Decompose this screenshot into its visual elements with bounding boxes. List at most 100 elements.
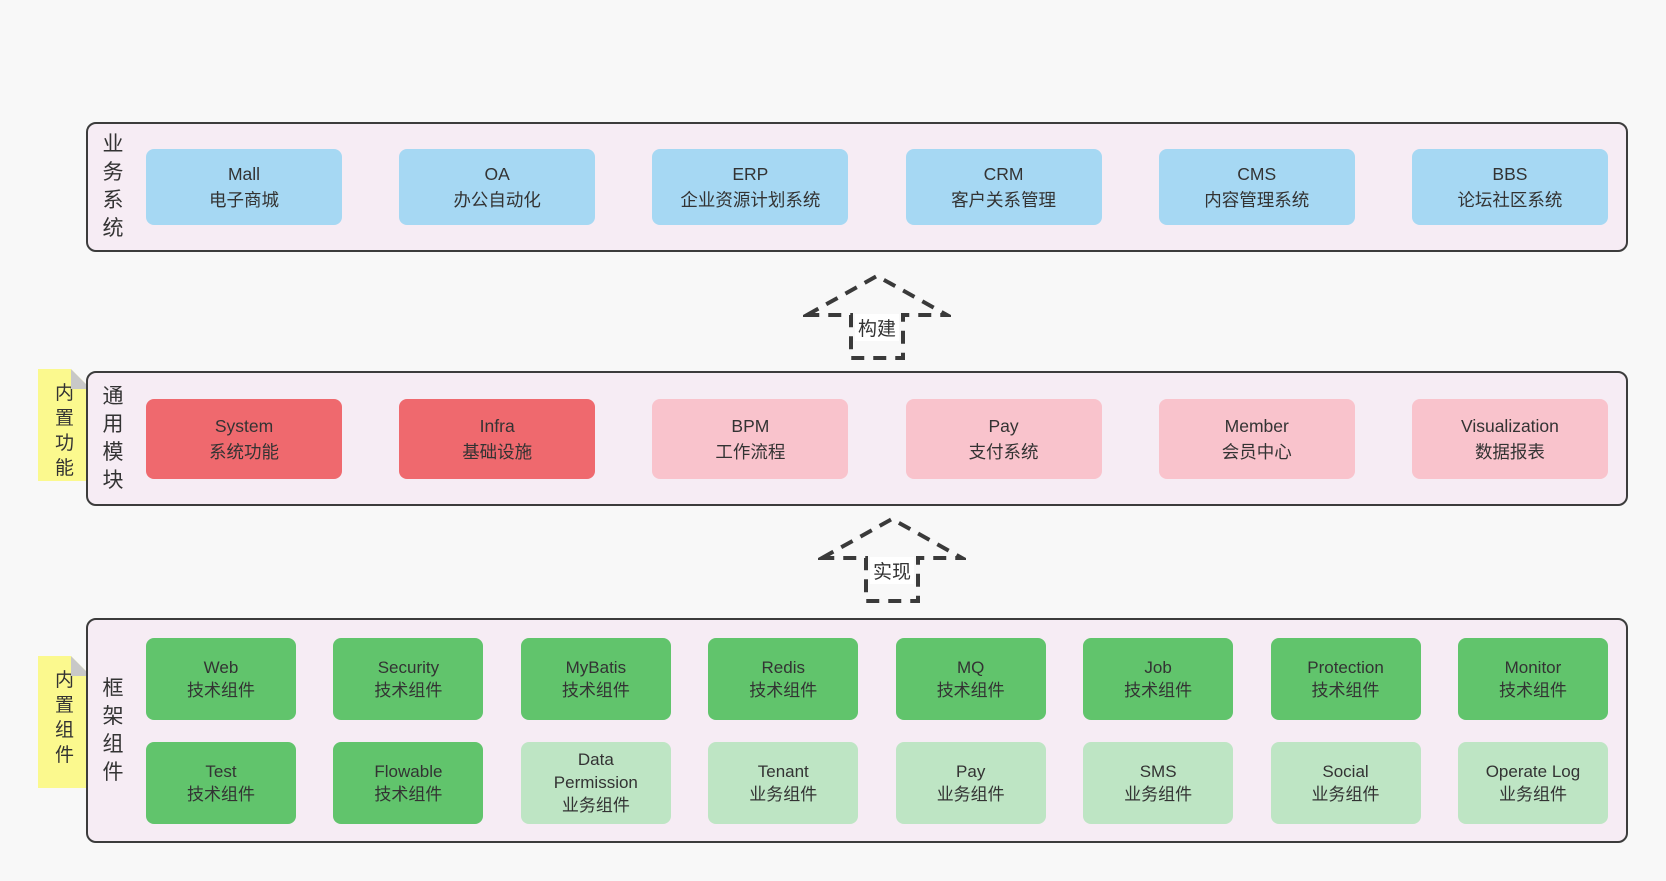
box-visualization: Visualization 数据报表 [1411,398,1608,479]
box-flowable: Flowable 技术组件 [333,741,484,824]
box-title: Job [1144,657,1172,677]
box-member: Member 会员中心 [1158,398,1355,479]
box-subtitle: 技术组件 [1124,680,1193,700]
box-subtitle: 技术组件 [374,680,443,700]
box-social: Social 业务组件 [1270,741,1421,824]
box-title: MyBatis [565,657,627,677]
box-subtitle: 技术组件 [749,680,818,700]
box-title: Redis [761,657,805,677]
box-subtitle: 会员中心 [1221,441,1292,462]
box-sms: SMS 业务组件 [1083,741,1234,824]
box-title: Protection [1307,657,1384,677]
box-subtitle: 内容管理系统 [1204,190,1310,210]
band-label: 业务系统 [102,133,124,240]
box-subtitle: 电子商城 [209,190,279,210]
box-subtitle: 技术组件 [374,784,443,804]
box-subtitle: 技术组件 [187,680,255,700]
box-title: Visualization [1460,415,1559,436]
arrow-implement: 实现 [818,513,966,605]
arrow-label: 构建 [854,314,900,341]
box-title: ERP [732,164,769,184]
box-subtitle: 支付系统 [968,441,1039,462]
box-job: Job 技术组件 [1083,637,1234,720]
note-text: 内置组件 [54,670,74,766]
box-redis: Redis 技术组件 [708,637,859,720]
box-pay: Pay 支付系统 [905,398,1102,479]
box-subtitle: 业务组件 [1124,784,1193,804]
band-label: 框架组件 [102,676,124,784]
block-arrow-up-icon [803,273,951,360]
arrow-build: 构建 [803,270,951,362]
box-subtitle: 数据报表 [1474,441,1545,462]
band-box-row: System 系统功能 Infra 基础设施 BPM 工作流程 Pay 支付系统… [146,398,1608,479]
box-title: System [214,415,274,436]
box-tenant: Tenant 业务组件 [708,741,859,824]
block-arrow-up-icon [818,516,966,603]
box-mall: Mall 电子商城 [146,149,342,225]
box-title: OA [484,164,510,184]
box-title: Flowable [374,761,443,781]
box-title: Monitor [1504,657,1562,677]
box-title: CMS [1237,164,1277,184]
band-box-rows: Web 技术组件 Security 技术组件 MyBatis 技术组件 Redi… [146,637,1608,824]
box-monitor: Monitor 技术组件 [1457,637,1608,720]
box-test: Test 技术组件 [146,741,296,824]
box-protection: Protection 技术组件 [1270,637,1421,720]
box-title: Pay [988,415,1019,436]
box-subtitle: 技术组件 [936,680,1005,700]
box-title: SMS [1139,761,1177,781]
note-text: 内置功能 [54,383,74,479]
box-title: BBS [1492,164,1528,184]
box-subtitle: 办公自动化 [453,190,541,210]
box-title: Member [1224,415,1289,436]
box-mq: MQ 技术组件 [895,637,1046,720]
band-box-row: Mall 电子商城 OA 办公自动化 ERP 企业资源计划系统 CRM 客户关系… [146,149,1608,225]
box-title: Data Permission [553,750,638,792]
band-box-row: Test 技术组件 Flowable 技术组件 Data Permission … [146,741,1608,824]
box-infra: Infra 基础设施 [399,398,596,479]
box-subtitle: 技术组件 [1498,680,1567,700]
box-operate-log: Operate Log 业务组件 [1457,741,1608,824]
box-bpm: BPM 工作流程 [652,398,849,479]
box-web: Web 技术组件 [146,637,296,720]
box-subtitle: 基础设施 [462,441,533,462]
box-subtitle: 技术组件 [1311,680,1380,700]
box-security: Security 技术组件 [333,637,484,720]
box-subtitle: 业务组件 [936,784,1005,804]
box-subtitle: 业务组件 [1498,784,1567,804]
box-title: Social [1322,761,1369,781]
box-title: BPM [731,415,770,436]
box-title: Security [377,657,440,677]
box-erp: ERP 企业资源计划系统 [652,149,849,225]
box-subtitle: 业务组件 [561,796,630,815]
box-subtitle: 企业资源计划系统 [680,190,821,210]
box-title: Pay [956,761,986,781]
band-common-modules: 通用模块 System 系统功能 Infra 基础设施 BPM 工作流程 Pay… [86,371,1628,506]
band-business-systems: 业务系统 Mall 电子商城 OA 办公自动化 ERP 企业资源计划系统 CRM… [86,122,1628,252]
band-framework-components: 框架组件 Web 技术组件 Security 技术组件 MyBatis 技术组件… [86,618,1628,843]
band-label: 通用模块 [102,384,124,492]
box-pay-biz: Pay 业务组件 [895,741,1046,824]
box-data-permission: Data Permission 业务组件 [520,741,671,824]
box-subtitle: 业务组件 [749,784,818,804]
box-subtitle: 论坛社区系统 [1457,190,1563,210]
band-box-row: Web 技术组件 Security 技术组件 MyBatis 技术组件 Redi… [146,637,1608,720]
box-title: MQ [956,657,985,677]
box-crm: CRM 客户关系管理 [905,149,1102,225]
box-cms: CMS 内容管理系统 [1158,149,1355,225]
box-title: CRM [983,164,1024,184]
box-subtitle: 业务组件 [1311,784,1380,804]
box-subtitle: 技术组件 [561,680,630,700]
box-oa: OA 办公自动化 [399,149,596,225]
sticky-note-built-in-functions: 内置功能 [38,369,91,481]
box-system: System 系统功能 [146,398,342,479]
box-mybatis: MyBatis 技术组件 [520,637,671,720]
box-bbs: BBS 论坛社区系统 [1411,149,1608,225]
box-title: Tenant [757,761,809,781]
box-subtitle: 技术组件 [187,784,255,804]
box-subtitle: 系统功能 [209,441,279,462]
box-title: Infra [479,415,515,436]
box-subtitle: 工作流程 [715,441,786,462]
box-title: Test [205,761,237,781]
